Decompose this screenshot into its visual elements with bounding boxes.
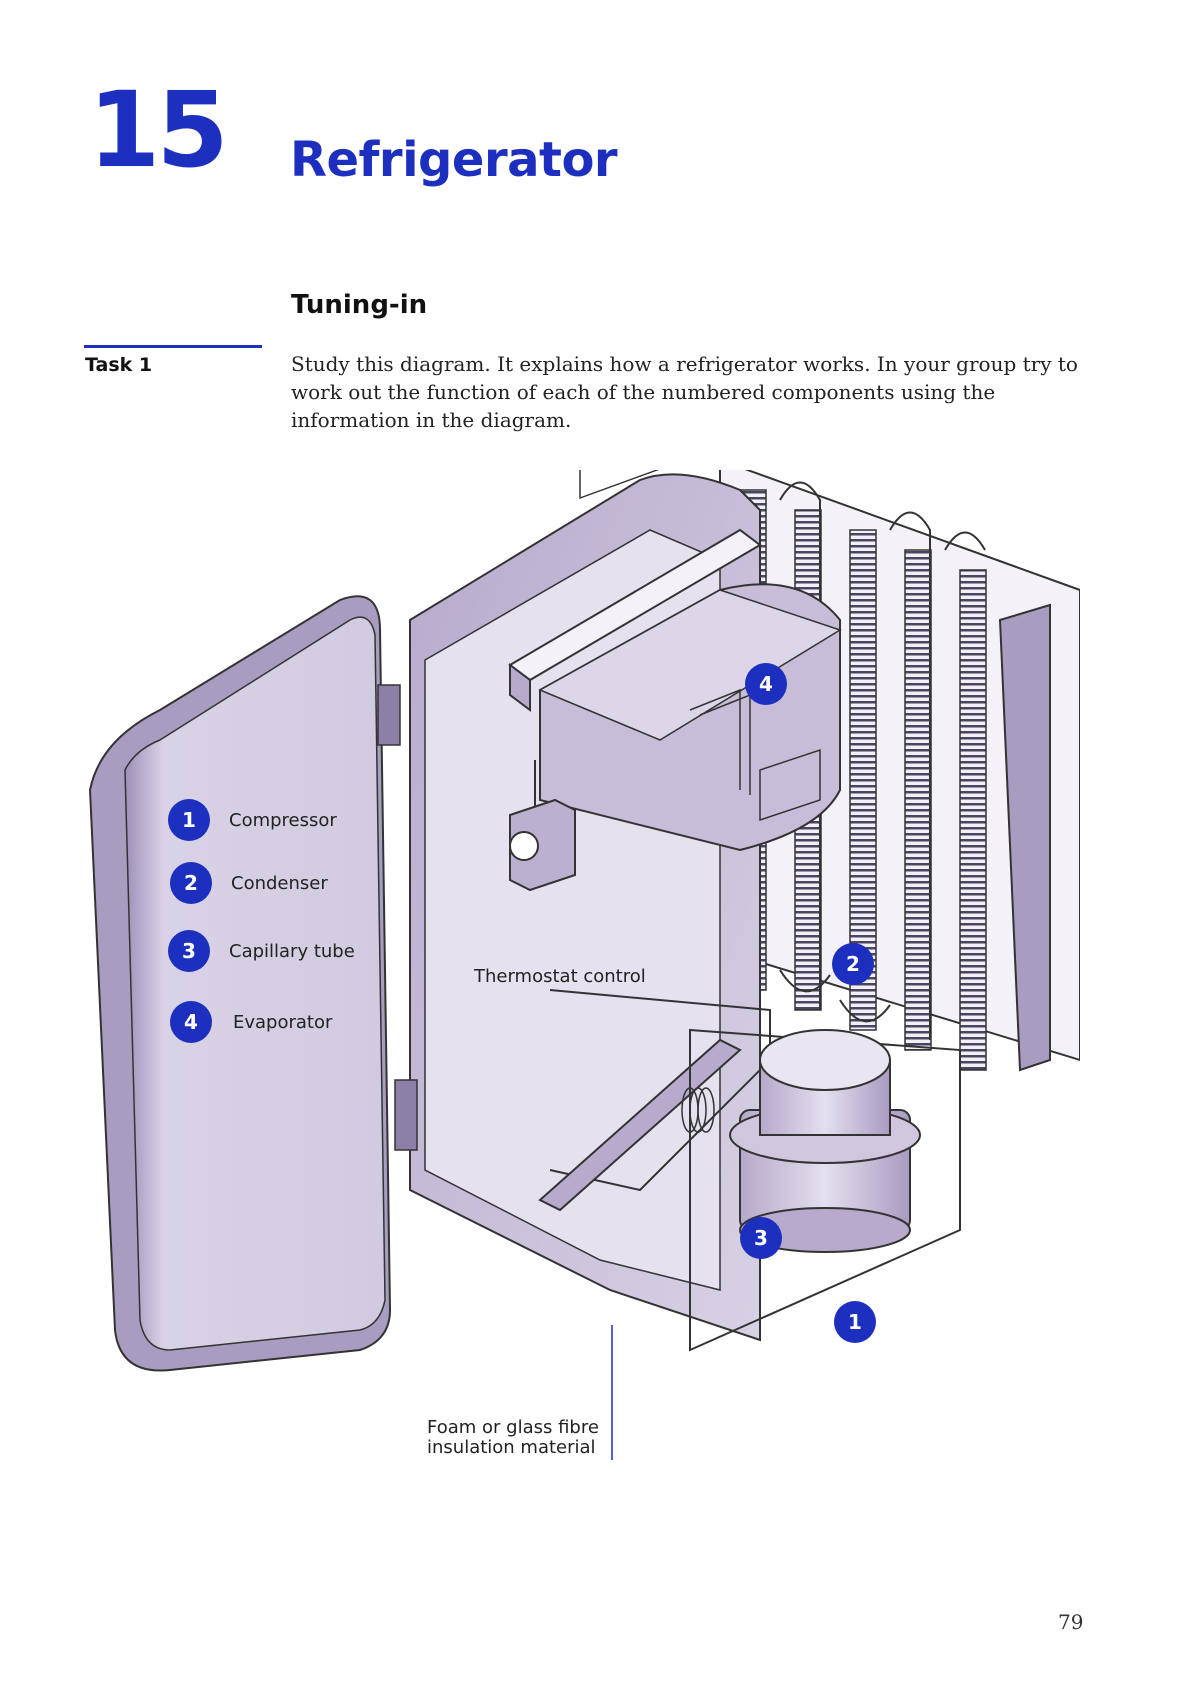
chapter-number: 15 xyxy=(88,69,229,191)
refrigerator-door xyxy=(88,595,418,1372)
badge-3-icon xyxy=(168,930,210,972)
thermostat-control xyxy=(509,760,576,892)
thermostat-label: Thermostat control xyxy=(473,966,646,987)
upper-hinge xyxy=(377,684,401,746)
insulation-label-line1: Foam or glass fibre xyxy=(427,1417,599,1438)
marker-compressor: 1 xyxy=(834,1301,876,1343)
svg-text:3: 3 xyxy=(754,1226,768,1250)
compressor-unit xyxy=(729,1029,921,1253)
chapter-title: Refrigerator xyxy=(290,132,618,188)
legend-item-evaporator: 4 Evaporator xyxy=(170,1001,333,1043)
diagram-markers: 4 2 3 1 xyxy=(740,663,876,1343)
svg-text:Compressor: Compressor xyxy=(229,810,337,831)
svg-text:4: 4 xyxy=(184,1010,198,1034)
marker-capillary-tube: 3 xyxy=(740,1217,782,1259)
svg-text:2: 2 xyxy=(846,952,860,976)
legend-item-compressor: 1 Compressor xyxy=(168,799,337,841)
lower-hinge xyxy=(394,1079,418,1151)
legend-item-condenser: 2 Condenser xyxy=(170,862,328,904)
marker-evaporator: 4 xyxy=(745,663,787,705)
svg-text:2: 2 xyxy=(184,871,198,895)
svg-text:Evaporator: Evaporator xyxy=(233,1012,333,1033)
task-instructions: Study this diagram. It explains how a re… xyxy=(291,352,1078,432)
svg-text:1: 1 xyxy=(848,1310,862,1334)
svg-text:1: 1 xyxy=(182,808,196,832)
svg-text:Condenser: Condenser xyxy=(231,873,328,894)
insulation-label-line2: insulation material xyxy=(427,1437,596,1458)
page-number: 79 xyxy=(1058,1610,1084,1634)
component-legend: 1 Compressor 2 Condenser 3 Capillary tub… xyxy=(168,799,355,1043)
badge-4-icon xyxy=(170,1001,212,1043)
svg-text:4: 4 xyxy=(759,672,773,696)
section-title: Tuning-in xyxy=(291,290,428,320)
marker-condenser: 2 xyxy=(832,943,874,985)
badge-1-icon xyxy=(168,799,210,841)
svg-text:3: 3 xyxy=(182,939,196,963)
task-label: Task 1 xyxy=(85,354,153,376)
svg-text:Capillary tube: Capillary tube xyxy=(229,941,355,962)
badge-2-icon xyxy=(170,862,212,904)
cabinet-body xyxy=(409,470,961,1352)
task-rule xyxy=(84,345,262,348)
refrigerator-diagram: 1 Compressor 2 Condenser 3 Capillary tub… xyxy=(88,470,1080,1460)
legend-item-capillary-tube: 3 Capillary tube xyxy=(168,930,355,972)
